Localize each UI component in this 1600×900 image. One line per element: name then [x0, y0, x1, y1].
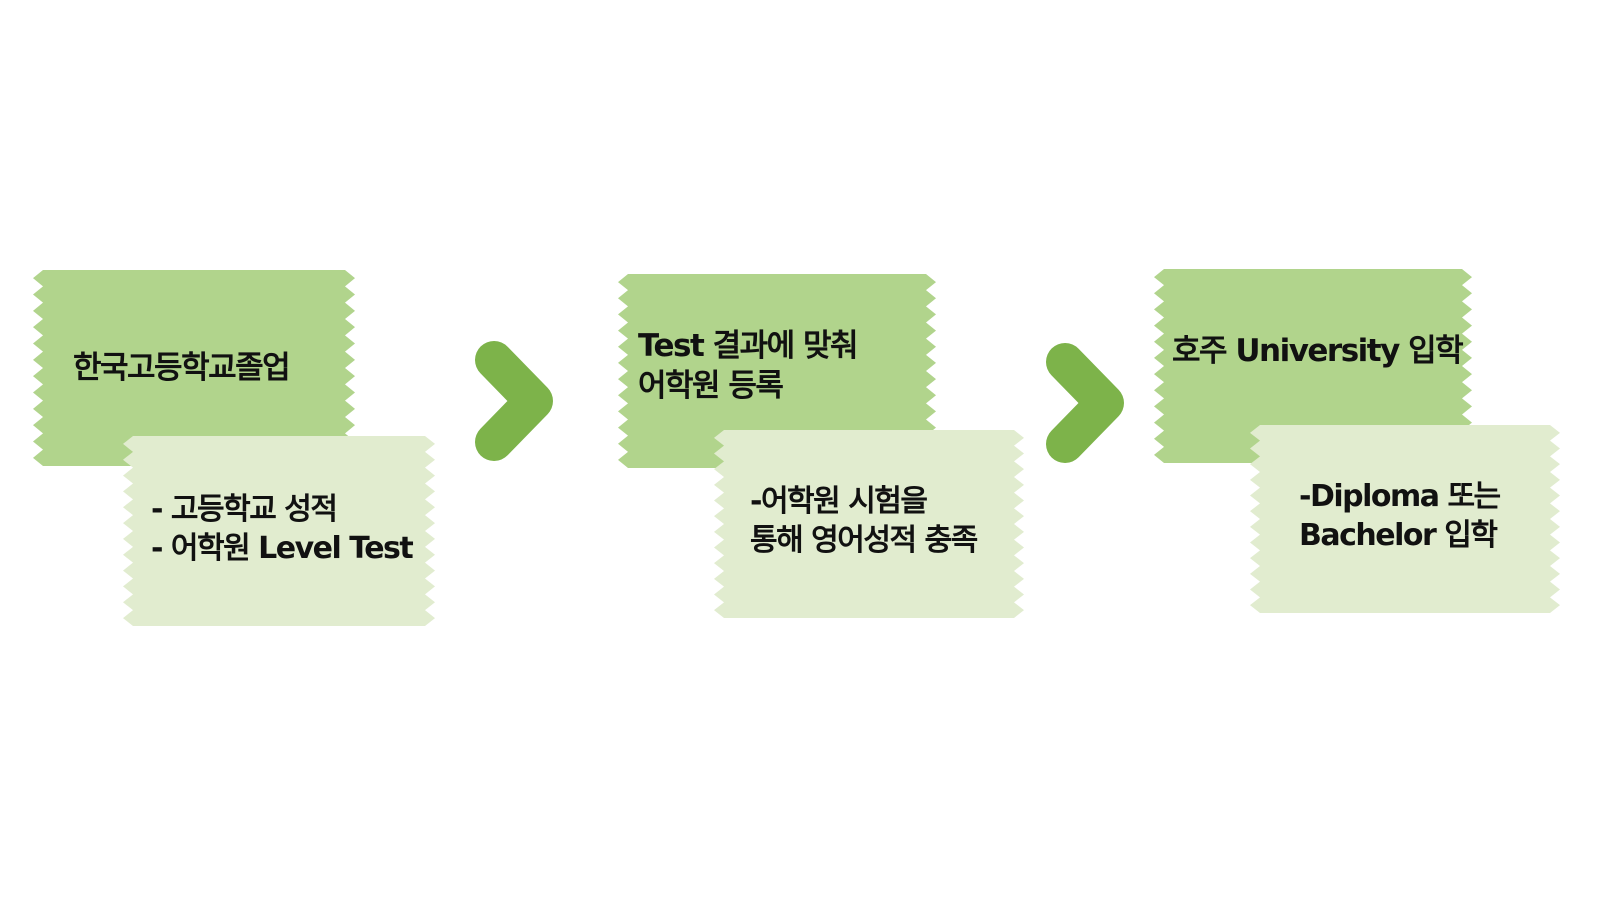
step-1-detail: - 고등학교 성적 - 어학원 Level Test [151, 490, 414, 568]
step-1-title-card [33, 270, 355, 466]
step-2-detail: -어학원 시험을 통해 영어성적 충족 [750, 482, 978, 560]
step-2-title: Test 결과에 맞춰 어학원 등록 [638, 326, 859, 407]
step-3-title-line-1: 호주 University 입학 [1172, 333, 1464, 369]
step-3-detail-card [1250, 425, 1560, 613]
step-1-detail-line-1: - 고등학교 성적 [151, 492, 338, 527]
step-2-title-card [618, 274, 936, 468]
step-2-detail-card [714, 430, 1024, 618]
step-3-title-card [1154, 269, 1472, 463]
chevron-right-icon [1046, 343, 1124, 463]
step-3-title: 호주 University 입학 [1172, 331, 1464, 371]
step-1-detail-line-2: - 어학원 Level Test [151, 531, 414, 566]
step-3-detail-line-1: -Diploma 또는 [1299, 479, 1501, 514]
step-2-detail-line-1: -어학원 시험을 [750, 484, 928, 519]
step-2-title-line-1: Test 결과에 맞춰 [638, 328, 859, 364]
step-1-title-line-1: 한국고등학교졸업 [73, 350, 291, 386]
step-2-detail-line-2: 통해 영어성적 충족 [750, 523, 978, 558]
step-1-title: 한국고등학교졸업 [73, 348, 291, 388]
step-2-title-line-2: 어학원 등록 [638, 368, 784, 405]
step-1-detail-card [123, 436, 435, 626]
step-3-detail-line-2: Bachelor 입학 [1299, 518, 1498, 553]
step-3-detail: -Diploma 또는 Bachelor 입학 [1299, 477, 1501, 555]
chevron-right-icon [475, 341, 553, 461]
